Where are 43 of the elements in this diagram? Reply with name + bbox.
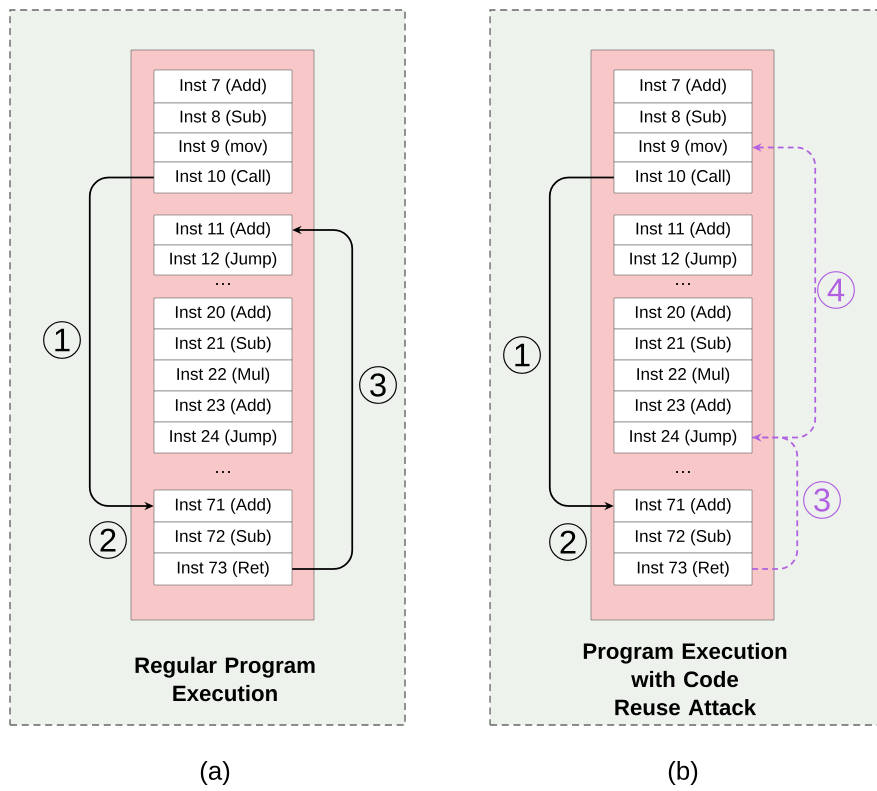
panel-title: Regular Program Execution <box>136 656 315 702</box>
ellipsis: … <box>676 283 690 285</box>
instruction-cell: Inst 22 (Mul) <box>154 360 292 392</box>
step-number: 2 <box>89 521 127 559</box>
instruction-cell: Inst 20 (Add) <box>614 298 752 330</box>
instruction-cell: Inst 72 (Sub) <box>614 522 752 554</box>
ellipsis: … <box>216 471 230 473</box>
instruction-cell: Inst 73 (Ret) <box>154 552 292 586</box>
instruction-cell: Inst 71 (Add) <box>154 490 292 522</box>
instruction-cell: Inst 21 (Sub) <box>614 328 752 360</box>
ellipsis: … <box>676 471 690 473</box>
instruction-cell: Inst 21 (Sub) <box>154 328 292 360</box>
step-number: 4 <box>817 271 855 309</box>
subfigure-caption: (a) <box>200 761 230 785</box>
instruction-cell: Inst 8 (Sub) <box>154 102 292 134</box>
instruction-cell: Inst 24 (Jump) <box>614 422 752 454</box>
step-number: 1 <box>43 321 81 359</box>
step-number: 2 <box>549 523 587 561</box>
instruction-cell: Inst 22 (Mul) <box>614 360 752 392</box>
instruction-cell: Inst 7 (Add) <box>614 70 752 104</box>
instruction-cell: Inst 24 (Jump) <box>154 422 292 454</box>
step-number: 1 <box>503 336 541 374</box>
step-number: 3 <box>803 481 841 519</box>
subfigure-caption: (b) <box>668 761 698 785</box>
instruction-cell: Inst 12 (Jump) <box>154 244 292 276</box>
instruction-cell: Inst 12 (Jump) <box>614 244 752 276</box>
instruction-cell: Inst 71 (Add) <box>614 490 752 522</box>
instruction-cell: Inst 73 (Ret) <box>614 552 752 586</box>
instruction-cell: Inst 11 (Add) <box>154 214 292 246</box>
instruction-cell: Inst 72 (Sub) <box>154 522 292 554</box>
instruction-cell: Inst 20 (Add) <box>154 298 292 330</box>
instruction-cell: Inst 9 (mov) <box>614 132 752 162</box>
instruction-cell: Inst 10 (Call) <box>154 162 292 194</box>
instruction-cell: Inst 23 (Add) <box>154 390 292 422</box>
instruction-cell: Inst 7 (Add) <box>154 70 292 104</box>
panel-title: Program Execution with Code Reuse Attack <box>584 642 786 716</box>
ellipsis: … <box>216 283 230 285</box>
instruction-cell: Inst 9 (mov) <box>154 132 292 162</box>
instruction-cell: Inst 10 (Call) <box>614 162 752 194</box>
instruction-cell: Inst 11 (Add) <box>614 214 752 246</box>
instruction-cell: Inst 8 (Sub) <box>614 102 752 134</box>
instruction-cell: Inst 23 (Add) <box>614 390 752 422</box>
step-number: 3 <box>359 366 397 404</box>
